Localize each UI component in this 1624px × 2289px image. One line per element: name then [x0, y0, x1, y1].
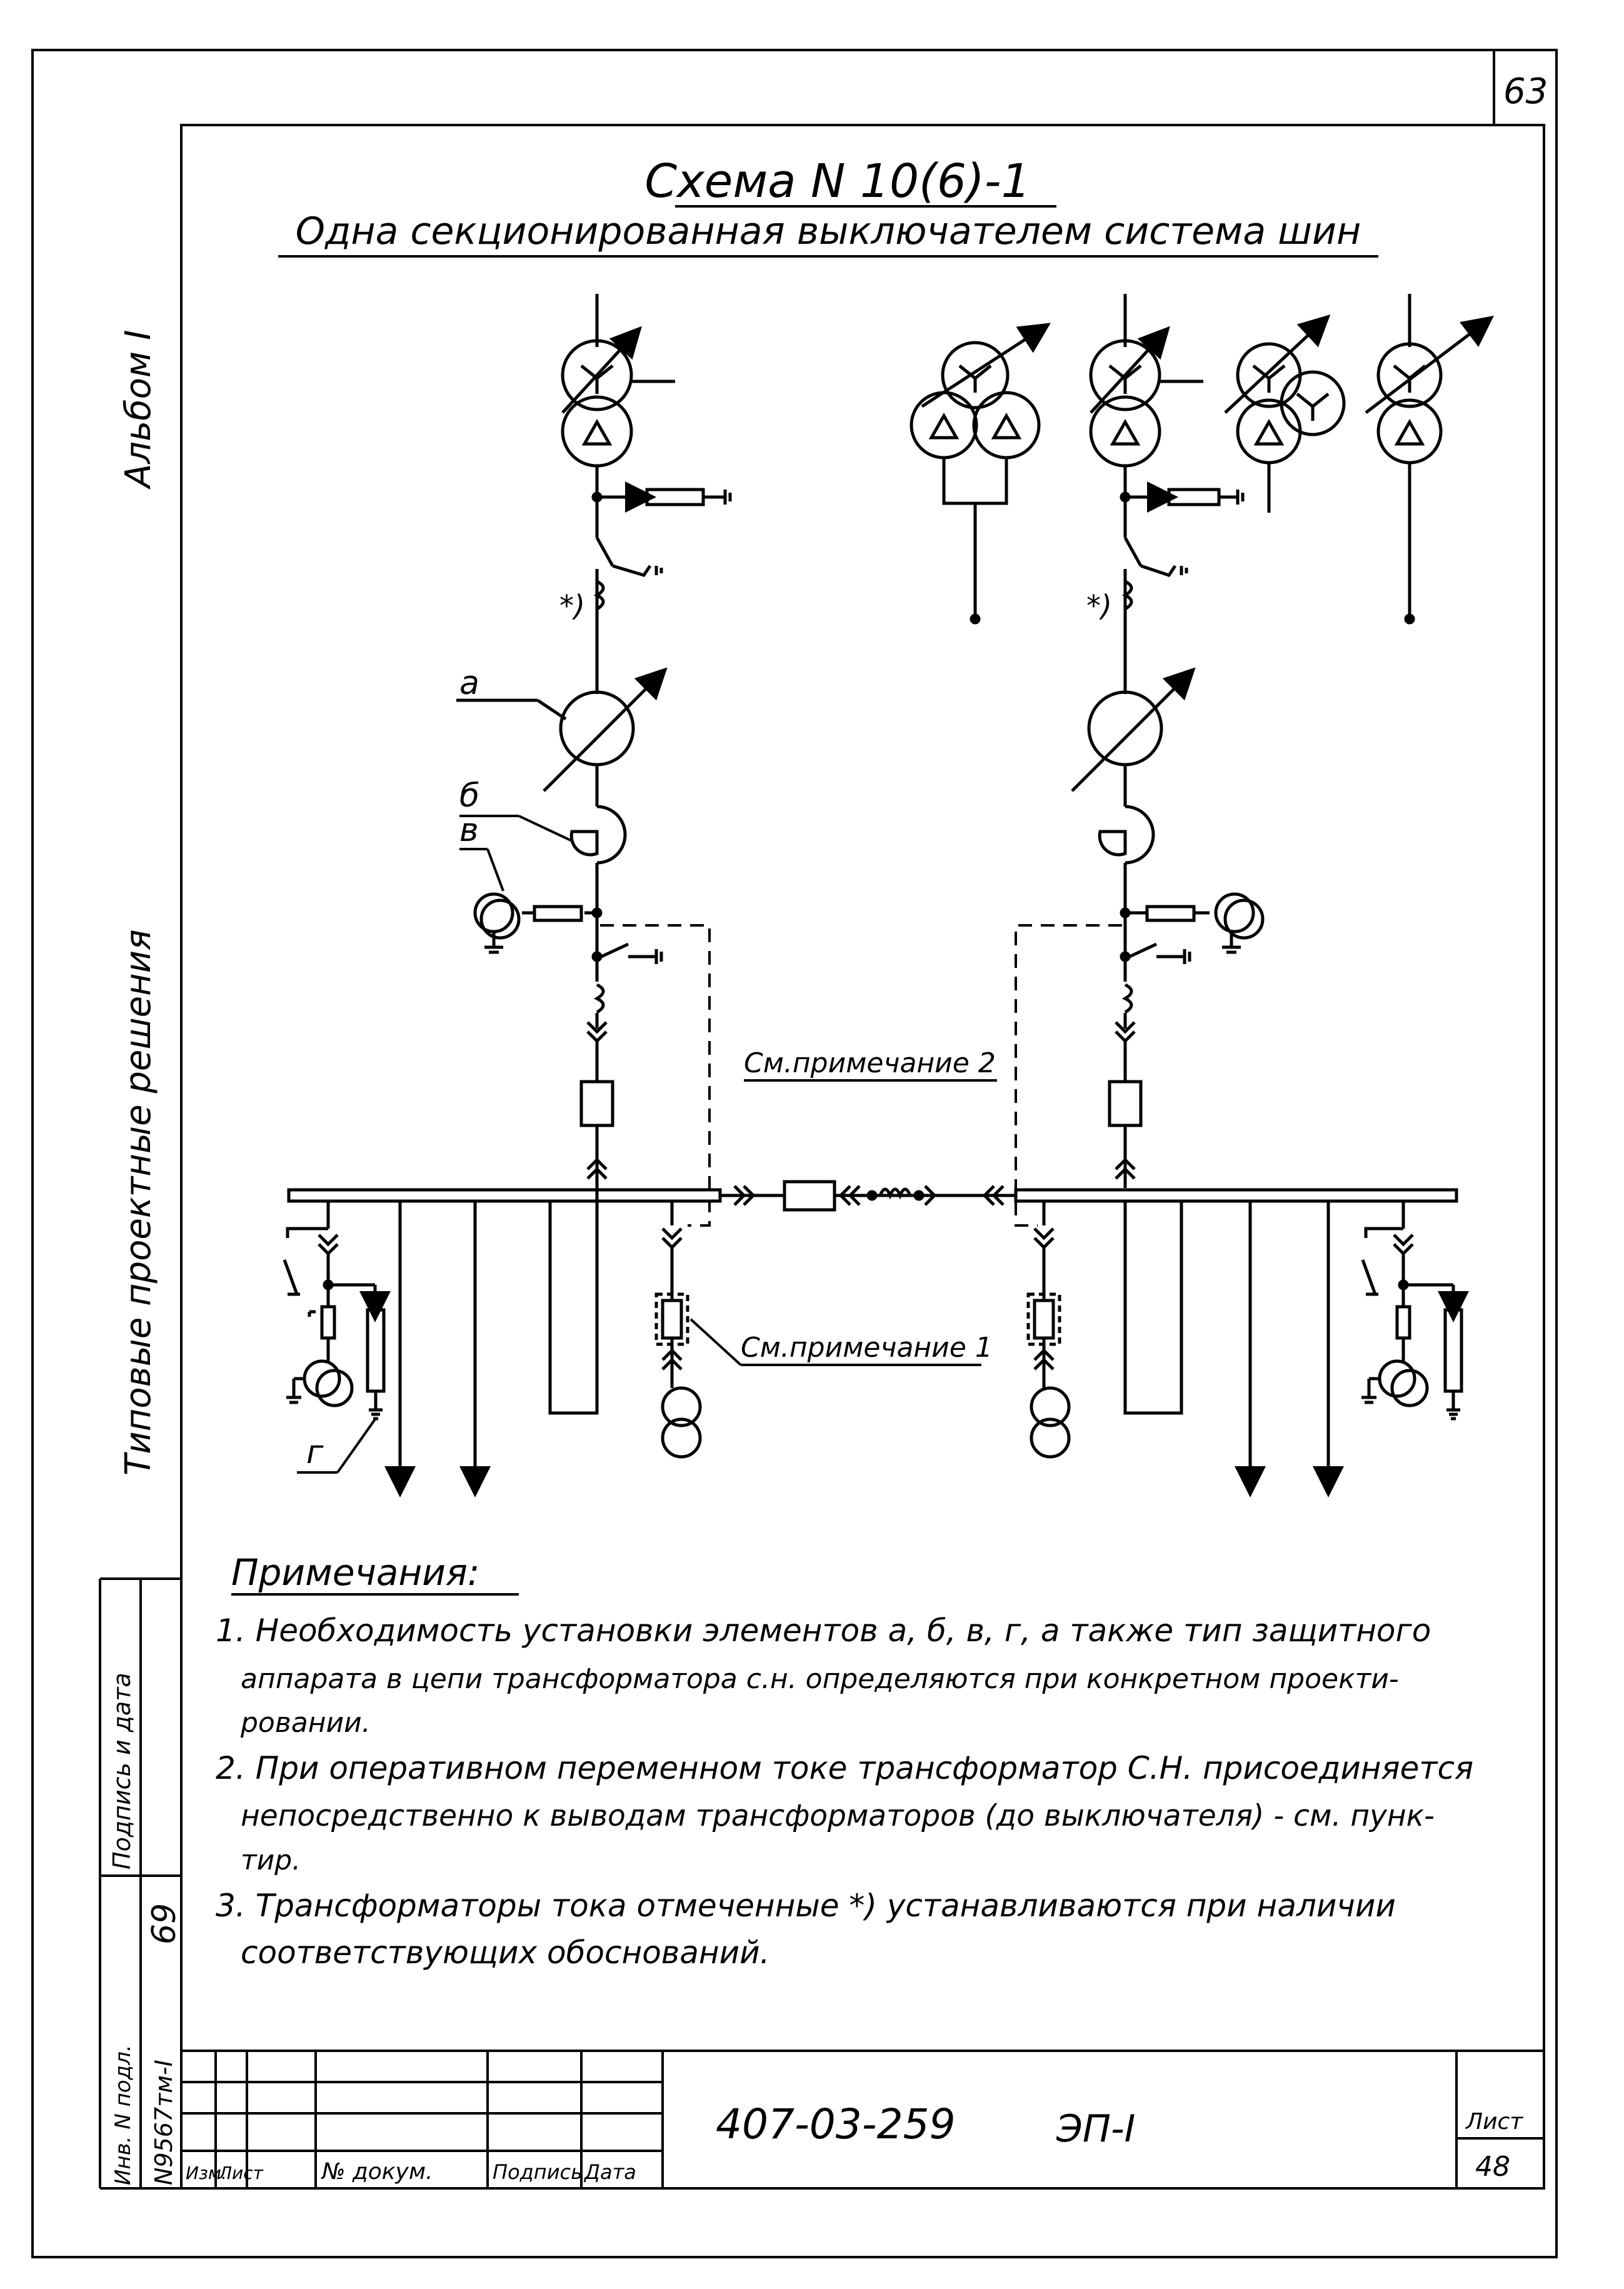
inventory-label: Инв. N подл.: [111, 2045, 136, 2185]
note-line-4: 2. При оперативном переменном токе транс…: [216, 1750, 1473, 1786]
three-winding-transformer-2: [1224, 314, 1346, 513]
document-designation: 407-03-259: [716, 2100, 956, 2148]
callout-note-2: См.примечание 2: [744, 1047, 996, 1079]
stamp-header-signature: Подпись: [493, 2160, 583, 2184]
album-label: Альбом I: [118, 330, 159, 490]
notes-heading: Примечания:: [231, 1551, 479, 1594]
left-incomer-lower: [579, 913, 663, 1188]
left-transformer-feeder: [591, 466, 732, 694]
sheet-frame: [31, 49, 1558, 2258]
label-g-left: г: [306, 1434, 324, 1471]
element-a-regulating-transformer-left: [456, 667, 668, 913]
label-b-left: б: [459, 777, 479, 815]
left-bus-outgoing-lines: [283, 1182, 702, 1497]
element-a-regulating-transformer-right: [1071, 667, 1196, 913]
dashed-connection-left: [600, 924, 711, 1227]
diagram-title: Схема N 10(6)-1: [644, 154, 1030, 208]
signature-date-value: 69: [146, 1903, 183, 1944]
main-transformer-left: [561, 294, 675, 468]
stamp-header-change: Изм.: [186, 2163, 227, 2183]
note-line-2: аппарата в цепи трансформатора с.н. опре…: [241, 1663, 1399, 1695]
note-line-1: 1. Необходимость установки элементов а, …: [216, 1612, 1431, 1649]
auxiliary-transformer-left: [473, 892, 603, 954]
note-line-7: 3. Трансформаторы тока отмеченные *) уст…: [216, 1888, 1396, 1924]
note-line-3: ровании.: [240, 1707, 371, 1739]
ct-mark-right: *): [1086, 589, 1112, 623]
three-winding-transformer-1: [910, 323, 1051, 625]
busbar-section-right: [1014, 1188, 1458, 1203]
sheet-corner-number: 63: [1503, 71, 1548, 112]
right-bus-outgoing-lines: [1026, 1201, 1469, 1497]
label-g-leader: [297, 1418, 376, 1474]
note-line-6: тир.: [241, 1844, 301, 1876]
right-incomer-lower: [1108, 913, 1191, 1188]
note-line-8: соответствующих обоснований.: [241, 1934, 769, 1971]
stamp-sheet-number: 48: [1475, 2151, 1510, 2183]
right-transformer-feeder: [1120, 466, 1245, 694]
main-transformer-right: [1089, 294, 1203, 468]
dashed-connection-right: [1015, 924, 1122, 1227]
auxiliary-transformer-right: [1120, 892, 1265, 954]
busbar-section-left: [287, 1188, 722, 1203]
stamp-header-sheet: Лист: [218, 2163, 264, 2183]
stamp-header-date: Дата: [583, 2160, 636, 2184]
callout-note-1-leader: [689, 1318, 742, 1366]
stamp-sheet-label: Лист: [1465, 2109, 1523, 2135]
two-winding-transformer-4: [1365, 294, 1494, 625]
label-v-left: в: [459, 812, 479, 849]
sheet-code: ЭП-I: [1056, 2107, 1135, 2151]
section-breaker: [720, 1180, 1016, 1212]
label-a-left: а: [459, 665, 479, 702]
label-leaders-left: [459, 815, 573, 892]
callout-note-1: См.примечание 1: [741, 1332, 993, 1364]
signature-date-label: Подпись и дата: [108, 1673, 136, 1869]
note-line-5: непосредственно к выводам трансформаторо…: [241, 1799, 1435, 1833]
series-label: Типовые проектные решения: [118, 929, 159, 1476]
ct-mark-left: *): [559, 589, 585, 623]
stamp-header-doc: № докум.: [321, 2159, 433, 2185]
inventory-number: N9567тм-I: [150, 2060, 178, 2185]
diagram-subtitle: Одна секционированная выключателем систе…: [296, 209, 1361, 253]
title-block-grid: [99, 1577, 1544, 2190]
